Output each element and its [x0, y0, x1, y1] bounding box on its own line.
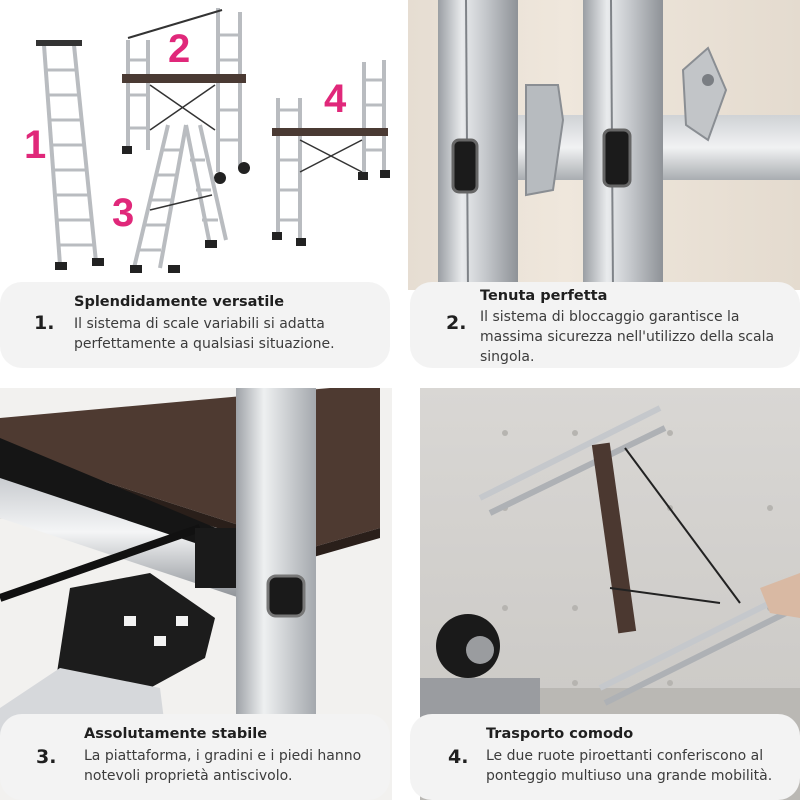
config-1-straight-ladder — [42, 44, 98, 266]
feature-number-3: 3. — [25, 746, 57, 772]
locking-system-photo — [408, 0, 800, 290]
feature-text-1-line-1: Il sistema di scale variabili si adatta — [74, 316, 325, 332]
feature-title-4: Trasporto comodo — [486, 726, 634, 742]
config-number-2: 2 — [168, 27, 190, 71]
config-3-a-frame — [132, 124, 228, 269]
feature-text-2-line-1: Il sistema di bloccaggio garantisce la — [480, 309, 740, 325]
feature-card-4: 4. Trasporto comodo Le due ruote piroett… — [410, 714, 800, 800]
config-4-low-scaffold — [276, 60, 386, 240]
feature-card-2: 2. Tenuta perfetta Il sistema di bloccag… — [410, 282, 800, 368]
feature-text-3-line-2: notevoli proprietà antiscivolo. — [84, 768, 293, 784]
feature-text-2-line-3: singola. — [480, 349, 535, 365]
feature-text-2-line-2: massima sicurezza nell'utilizzo della sc… — [480, 329, 775, 345]
ladder-configurations-illustration: 2 1 3 — [0, 0, 400, 290]
feature-card-3: 3. Assolutamente stabile La piattaforma,… — [0, 714, 390, 800]
config-number-4: 4 — [324, 77, 347, 121]
config-number-3: 3 — [112, 191, 134, 235]
feature-title-3: Assolutamente stabile — [84, 726, 268, 742]
feature-title-2: Tenuta perfetta — [480, 288, 608, 304]
config-2-scaffold — [126, 8, 242, 172]
feature-text-3-line-1: La piattaforma, i gradini e i piedi hann… — [84, 748, 362, 764]
feature-text-1-line-2: perfettamente a qualsiasi situazione. — [74, 336, 335, 352]
feature-number-4: 4. — [437, 746, 469, 772]
feature-card-1: 1. Splendidamente versatile Il sistema d… — [0, 282, 390, 368]
locking-system-drawing — [438, 0, 800, 290]
config-number-1: 1 — [24, 123, 46, 167]
feature-text-4-line-1: Le due ruote piroettanti conferiscono al — [486, 748, 764, 764]
ladder-configurations-drawing: 2 1 3 — [24, 8, 390, 273]
feature-text-4-line-2: ponteggio multiuso una grande mobilità. — [486, 768, 773, 784]
feature-number-2: 2. — [435, 312, 467, 338]
feature-number-1: 1. — [23, 312, 55, 338]
feature-title-1: Splendidamente versatile — [74, 294, 285, 310]
